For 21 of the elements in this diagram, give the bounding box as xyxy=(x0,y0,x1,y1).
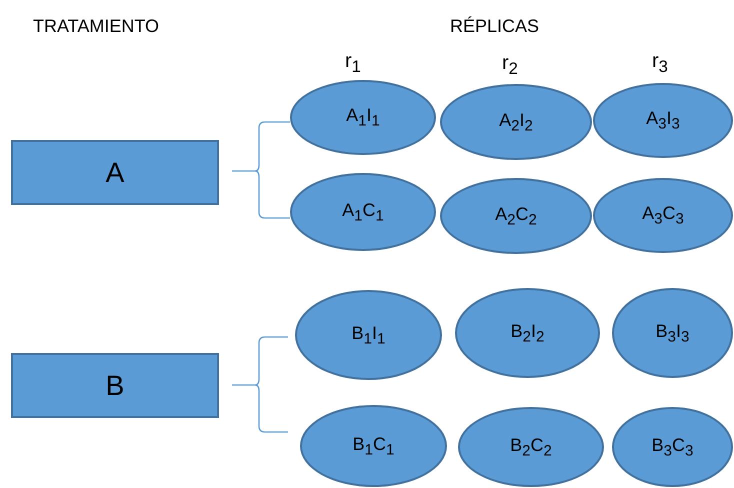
node-label: B$_{1}$C$_{1}$ xyxy=(352,434,394,458)
node-label: B$_{3}$I$_{3}$ xyxy=(656,320,690,346)
treatment-box xyxy=(11,140,219,205)
replica-label: r$_{2}$ xyxy=(502,52,518,79)
replica-label: r$_{3}$ xyxy=(652,50,668,77)
node-label: B$_{3}$C$_{3}$ xyxy=(652,434,694,460)
node-label: B$_{1}$I$_{1}$ xyxy=(352,322,386,348)
node-label: A xyxy=(106,156,124,188)
column-heading: TRATAMIENTO xyxy=(33,16,159,37)
treatment-box xyxy=(11,353,219,418)
column-heading: RÉPLICAS xyxy=(450,16,540,37)
replica-label: r$_{1}$ xyxy=(345,50,361,77)
node-label: B$_{2}$I$_{2}$ xyxy=(510,320,544,346)
node-label: A$_{3}$I$_{3}$ xyxy=(646,108,680,133)
node-label: A$_{1}$I$_{1}$ xyxy=(346,105,380,130)
node-label: B$_{2}$C$_{2}$ xyxy=(510,434,552,460)
node-label: B xyxy=(106,370,124,402)
node-label: A$_{2}$C$_{2}$ xyxy=(495,204,537,228)
node-label: A$_{2}$I$_{2}$ xyxy=(499,110,533,134)
node-label: A$_{3}$C$_{3}$ xyxy=(642,203,684,228)
node-label: A$_{1}$C$_{1}$ xyxy=(342,200,384,224)
